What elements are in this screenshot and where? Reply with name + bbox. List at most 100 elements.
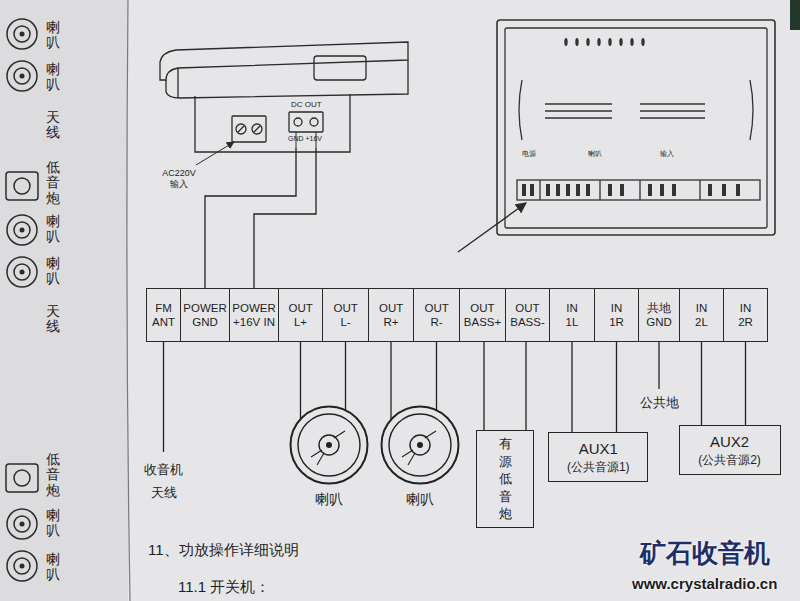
speaker-icon	[7, 19, 37, 49]
watermark: 矿石收音机	[640, 536, 770, 571]
speaker-label: 喇叭	[315, 491, 343, 509]
margin-label: 低音炮	[46, 160, 60, 206]
speaker-center	[326, 442, 332, 448]
panel-led	[564, 38, 567, 46]
ground-lead	[658, 342, 659, 389]
screw-slot	[238, 126, 260, 132]
panel-led	[630, 38, 633, 46]
terminal-label: 共地 GND	[646, 301, 672, 330]
terminal-cell: 共地 GND	[638, 288, 680, 342]
speaker-icon	[14, 558, 30, 574]
speaker-dot	[20, 564, 25, 569]
terminal-screw	[672, 184, 676, 196]
terminal-label: OUT R+	[379, 301, 403, 330]
box-label: (公共音源2)	[698, 452, 761, 468]
connector-label: DC OUT	[291, 100, 322, 109]
panel-led	[575, 38, 578, 46]
speaker-icon	[7, 551, 37, 581]
terminal-cell: OUT R+	[368, 288, 414, 342]
left-page	[0, 0, 128, 601]
terminal-cell: IN 1R	[594, 288, 639, 342]
panel-outline	[497, 20, 775, 235]
panel-terminal-block	[517, 180, 760, 200]
speaker-icon	[14, 264, 30, 280]
terminal-screw	[566, 184, 570, 196]
terminal-screw	[530, 184, 534, 196]
speaker-icon	[7, 61, 37, 91]
speaker-outline	[380, 405, 460, 485]
terminal-cell: OUT BASS-	[505, 288, 550, 342]
housing-back	[195, 94, 350, 152]
terminal-cell: IN 2R	[723, 288, 768, 342]
speaker-dot	[20, 270, 25, 275]
terminal-hole	[310, 118, 318, 126]
terminal-label: IN 2L	[695, 301, 708, 330]
speaker-detail	[402, 431, 436, 465]
speaker-symbol: 喇叭	[380, 405, 460, 485]
terminal-screw	[556, 184, 560, 196]
input-label: AC220V 输入	[158, 168, 200, 191]
housing-edge	[177, 68, 178, 98]
wire-connector	[436, 342, 437, 410]
terminal-cell: POWER GND	[180, 288, 230, 342]
wire-connector	[616, 342, 617, 432]
connector-label: GND +16V	[288, 135, 322, 142]
margin-label: 天线	[46, 304, 60, 335]
panel-led	[619, 38, 622, 46]
wire-connector	[300, 342, 301, 419]
terminal-label: OUT R-	[424, 301, 448, 330]
speaker-dot	[20, 74, 25, 79]
terminal-label: OUT L+	[288, 301, 312, 330]
subwoofer-icon	[6, 172, 38, 200]
terminal-screw	[722, 184, 726, 196]
margin-label: 低音炮	[46, 452, 60, 498]
panel-inner	[505, 28, 767, 228]
terminal-screw	[708, 184, 712, 196]
wire-connector	[701, 342, 702, 425]
speaker-icon	[7, 257, 37, 287]
wire-connector	[745, 342, 746, 425]
panel-curve	[519, 80, 753, 140]
speaker-rim	[381, 407, 458, 484]
terminal-screw	[620, 184, 624, 196]
amplifier-housing	[160, 42, 408, 152]
wire-connector	[483, 342, 484, 430]
terminal-cell: OUT L-	[322, 288, 369, 342]
terminal-screw	[576, 184, 580, 196]
back-panel	[497, 20, 775, 235]
speaker-dome	[319, 435, 339, 455]
dc-terminal	[289, 112, 323, 132]
wire-connector	[345, 342, 346, 410]
terminal-cell: FM ANT	[146, 288, 181, 342]
speaker-detail	[311, 431, 345, 465]
subwoofer-icon	[14, 178, 30, 194]
ground-label: 公共地	[640, 394, 679, 412]
watermark: www.crystalradio.cn	[632, 575, 777, 592]
box-label: 有源 低音炮	[499, 435, 512, 523]
power-16v-wire	[254, 148, 316, 288]
terminal-cell: IN 2L	[679, 288, 724, 342]
panel-pointer-arrow	[458, 203, 526, 252]
terminal-label: POWER GND	[183, 301, 226, 330]
speaker-dot	[20, 32, 25, 37]
margin-label: 天线	[46, 110, 60, 141]
subwoofer-box: 有源 低音炮	[476, 430, 534, 528]
source-box: AUX2(公共音源2)	[679, 425, 781, 475]
wire-connector	[571, 342, 572, 432]
terminal-screw	[736, 184, 740, 196]
subwoofer-icon	[6, 464, 38, 492]
speaker-outline	[289, 405, 369, 485]
ac-input-arrow	[196, 142, 234, 165]
terminal-cell: IN 1L	[549, 288, 595, 342]
speaker-icon	[14, 68, 30, 84]
speaker-icon	[14, 222, 30, 238]
speaker-icon	[14, 516, 30, 532]
terminal-screw	[522, 184, 526, 196]
panel-led	[608, 38, 611, 46]
speaker-label: 喇叭	[406, 491, 434, 509]
terminal-screw	[660, 184, 664, 196]
wire-connector	[390, 342, 391, 419]
terminal-label: OUT BASS+	[464, 301, 501, 330]
box-label: AUX1	[579, 439, 618, 459]
